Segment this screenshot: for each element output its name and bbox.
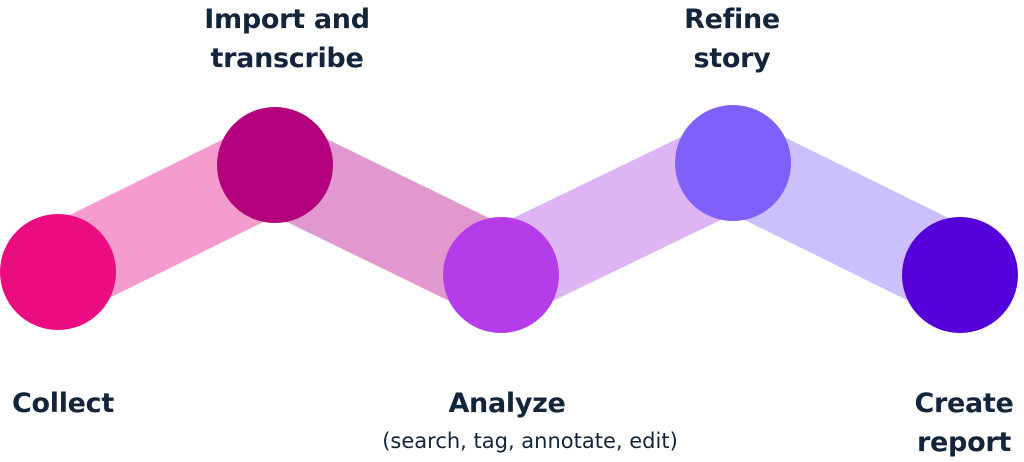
label-import-line1: Import and [204, 4, 370, 35]
label-create-report: Create report [914, 384, 1013, 462]
node-group [0, 105, 1018, 333]
label-analyze-line1: Analyze [448, 388, 566, 419]
node-analyze [443, 217, 559, 333]
label-import-line2: transcribe [210, 43, 364, 74]
label-refine-line2: story [693, 43, 771, 74]
label-analyze: Analyze [448, 384, 565, 423]
node-collect [0, 214, 116, 330]
node-import-transcribe [217, 107, 333, 223]
label-analyze-subtitle: (search, tag, annotate, edit) [382, 429, 678, 453]
label-import-transcribe: Import and transcribe [204, 0, 370, 78]
node-refine-story [675, 105, 791, 221]
label-refine-story: Refine story [684, 0, 780, 78]
label-refine-line1: Refine [684, 4, 780, 35]
label-collect: Collect [12, 384, 114, 423]
node-create-report [902, 217, 1018, 333]
label-collect-line1: Collect [12, 388, 114, 419]
label-create-line2: report [917, 427, 1011, 458]
label-create-line1: Create [914, 388, 1014, 419]
